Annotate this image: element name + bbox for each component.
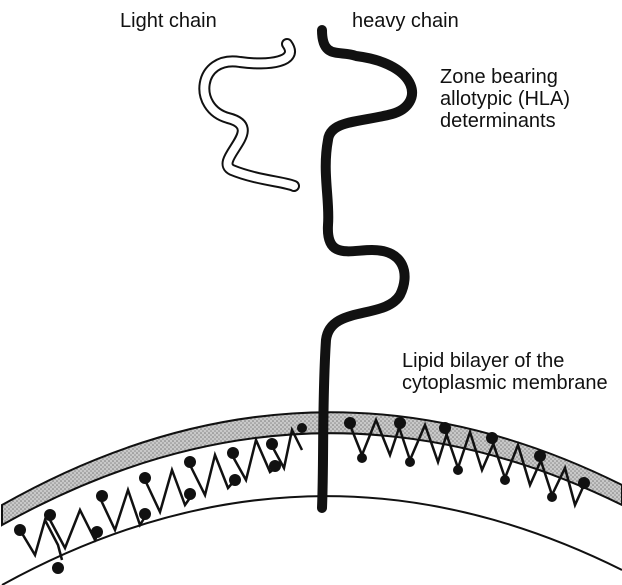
heavy-chain-label: heavy chain xyxy=(352,10,459,32)
lipid-bilayer-label: Lipid bilayer of the cytoplasmic membran… xyxy=(402,350,608,394)
membrane-band xyxy=(2,412,622,525)
allotypic-zone-label: Zone bearing allotypic (HLA) determinant… xyxy=(440,66,570,132)
light-chain-label: Light chain xyxy=(120,10,217,32)
